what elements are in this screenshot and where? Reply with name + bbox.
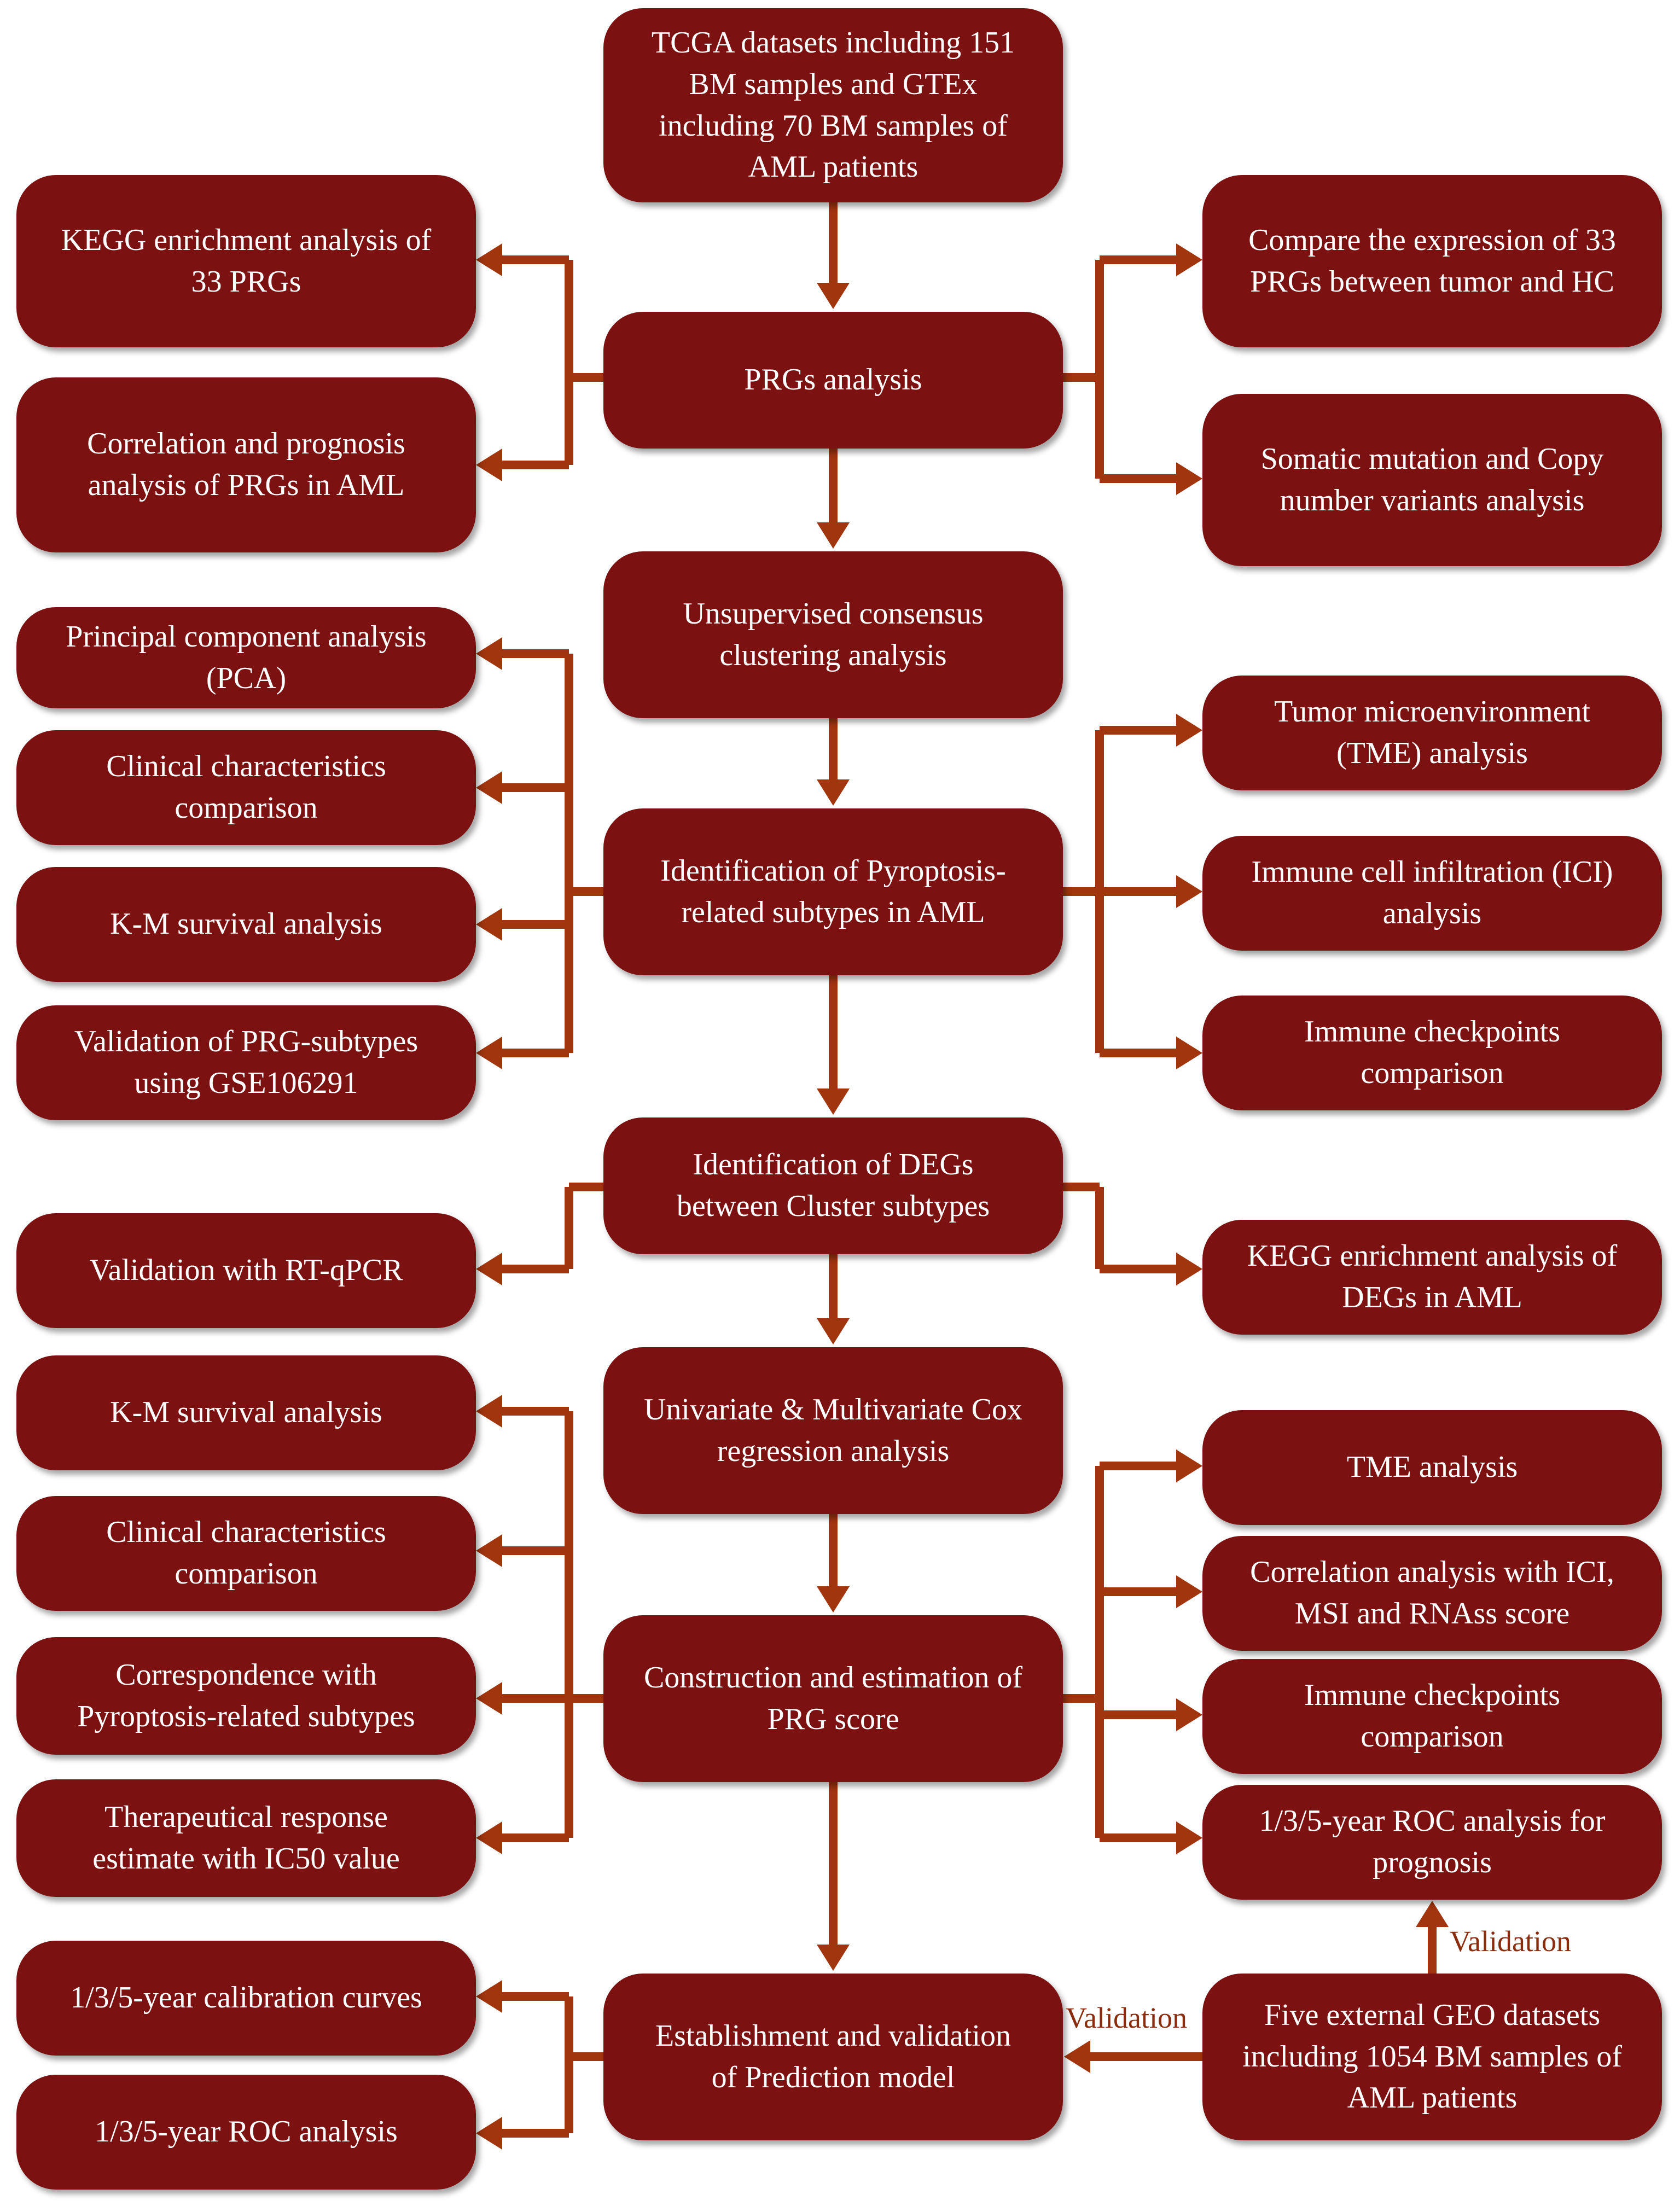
node-correlation-prognosis: Correlation and prognosis analysis of PR… (16, 377, 476, 552)
node-geo-datasets: Five external GEO datasets including 105… (1202, 1974, 1662, 2140)
arrow-degs-left-branch-1-head (476, 1253, 502, 1285)
arrow-tcga-to-prgs-head (817, 283, 850, 309)
arrow-establish-left-branch-2-head (476, 2117, 502, 2150)
node-prediction-model: Establishment and validation of Predicti… (603, 1974, 1063, 2140)
node-correspondence-subtypes: Correspondence with Pyroptosis-related s… (16, 1637, 476, 1755)
node-compare-expression: Compare the expression of 33 PRGs betwee… (1202, 175, 1662, 347)
node-somatic-mutation: Somatic mutation and Copy number variant… (1202, 394, 1662, 566)
arrow-construct-left-branch-3-head (476, 1682, 502, 1715)
node-roc-analysis: 1/3/5-year ROC analysis (16, 2075, 476, 2190)
node-tme-analysis-2: TME analysis (1202, 1410, 1662, 1525)
node-kegg-degs: KEGG enrichment analysis of DEGs in AML (1202, 1220, 1662, 1335)
arrow-subtypes-right-branch-1-head (1176, 714, 1202, 747)
node-cox-regression: Univariate & Multivariate Cox regression… (603, 1347, 1063, 1514)
arrow-prgs-right-branch-2-head (1176, 462, 1202, 495)
node-km-survival-2: K-M survival analysis (16, 1355, 476, 1470)
node-correlation-ici-msi: Correlation analysis with ICI, MSI and R… (1202, 1536, 1662, 1651)
node-clinical-comparison-2: Clinical characteristics comparison (16, 1496, 476, 1611)
arrow-subtypes-left-branch-2-head (476, 771, 502, 804)
arrow-subtypes-right-branch-2-head (1176, 875, 1202, 908)
node-tme-analysis-1: Tumor microenvironment (TME) analysis (1202, 676, 1662, 790)
node-unsupervised-clustering: Unsupervised consensus clustering analys… (603, 551, 1063, 718)
node-immune-checkpoints-1: Immune checkpoints comparison (1202, 996, 1662, 1110)
arrow-construct-right-branch-2-head (1176, 1575, 1202, 1608)
arrow-degs-right-branch-1-head (1176, 1253, 1202, 1285)
arrow-construct-right-branch-1-head (1176, 1450, 1202, 1482)
node-pyroptosis-subtypes: Identification of Pyroptosis- related su… (603, 808, 1063, 975)
node-roc-prognosis: 1/3/5-year ROC analysis for prognosis (1202, 1785, 1662, 1900)
node-pca: Principal component analysis (PCA) (16, 607, 476, 708)
arrow-subtypes-left-branch-3-head (476, 908, 502, 941)
validation-label-left: Validation (1066, 2001, 1187, 2034)
arrow-construct-right-branch-4-head (1176, 1821, 1202, 1854)
node-rt-qpcr-validation: Validation with RT-qPCR (16, 1213, 476, 1328)
arrow-unsup-to-subtypes-head (817, 779, 850, 806)
arrow-construct-right-branch-3-head (1176, 1698, 1202, 1731)
node-degs-identification: Identification of DEGs between Cluster s… (603, 1117, 1063, 1254)
arrow-prgs-left-branch-1-head (476, 243, 502, 276)
node-immune-cell-infiltration: Immune cell infiltration (ICI) analysis (1202, 836, 1662, 951)
node-clinical-comparison-1: Clinical characteristics comparison (16, 730, 476, 845)
node-validation-subtypes: Validation of PRG-subtypes using GSE1062… (16, 1005, 476, 1120)
arrow-construct-left-branch-1-head (476, 1395, 502, 1428)
arrow-geo-to-model-head (1064, 2040, 1090, 2073)
arrow-subtypes-to-degs-head (817, 1088, 850, 1115)
arrow-construct-left-branch-2-head (476, 1534, 502, 1567)
arrow-prgs-to-unsup-head (817, 522, 850, 549)
node-prg-score-construction: Construction and estimation of PRG score (603, 1615, 1063, 1782)
arrow-degs-to-cox-head (817, 1318, 850, 1344)
arrow-construct-to-establish-head (817, 1945, 850, 1971)
node-immune-checkpoints-2: Immune checkpoints comparison (1202, 1659, 1662, 1774)
arrow-construct-left-branch-4-head (476, 1821, 502, 1854)
node-calibration-curves: 1/3/5-year calibration curves (16, 1941, 476, 2056)
node-prgs-analysis: PRGs analysis (603, 312, 1063, 449)
arrow-establish-left-branch-1-head (476, 1980, 502, 2013)
arrow-prgs-right-branch-1-head (1176, 243, 1202, 276)
arrow-geo-to-roc-head (1416, 1901, 1449, 1927)
arrow-prgs-left-branch-2-head (476, 449, 502, 481)
node-tcga-datasets: TCGA datasets including 151 BM samples a… (603, 8, 1063, 202)
node-kegg-33-prgs: KEGG enrichment analysis of 33 PRGs (16, 175, 476, 347)
arrow-subtypes-right-branch-3-head (1176, 1037, 1202, 1069)
arrow-cox-to-construct-head (817, 1586, 850, 1613)
arrow-subtypes-left-branch-1-head (476, 637, 502, 670)
node-km-survival-1: K-M survival analysis (16, 867, 476, 982)
node-therapeutical-response: Therapeutical response estimate with IC5… (16, 1779, 476, 1897)
validation-label-up: Validation (1450, 1925, 1571, 1958)
arrow-subtypes-left-branch-4-head (476, 1037, 502, 1069)
